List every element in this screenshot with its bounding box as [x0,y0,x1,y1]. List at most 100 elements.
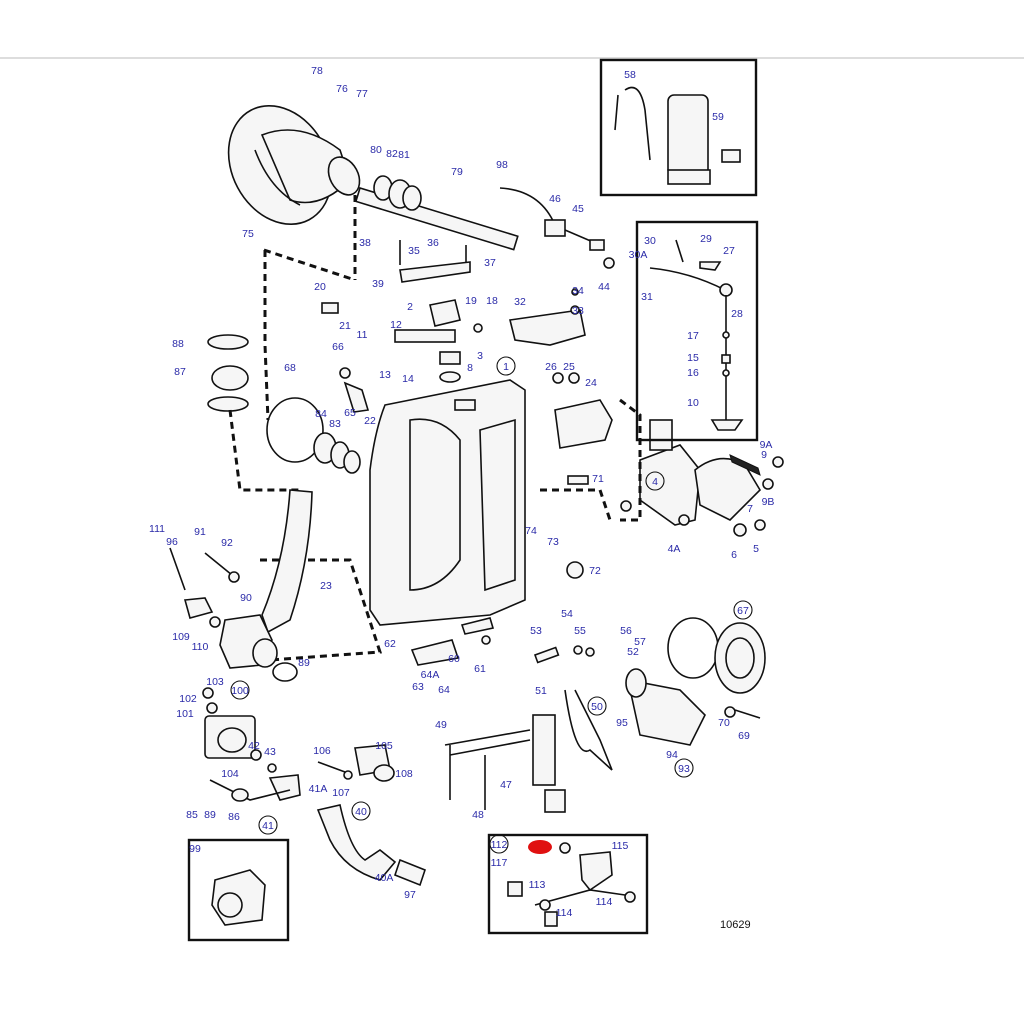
callout-86[interactable]: 86 [228,811,240,823]
callout-1[interactable]: 1 [503,361,509,373]
callout-96[interactable]: 96 [166,536,178,548]
callout-17[interactable]: 17 [687,330,699,342]
callout-99[interactable]: 99 [189,843,201,855]
callout-37[interactable]: 37 [484,257,496,269]
callout-25[interactable]: 25 [563,361,575,373]
callout-39[interactable]: 39 [372,278,384,290]
callout-11[interactable]: 11 [357,329,368,341]
callout-44[interactable]: 44 [598,281,610,293]
callout-73[interactable]: 73 [547,536,559,548]
callout-21[interactable]: 21 [339,320,351,332]
callout-102[interactable]: 102 [179,693,197,705]
callout-109[interactable]: 109 [172,631,190,643]
callout-100[interactable]: 100 [231,685,249,697]
callout-62[interactable]: 62 [384,638,396,650]
callout-93[interactable]: 93 [678,763,690,775]
callout-117[interactable]: 117 [491,857,508,869]
callout-92[interactable]: 92 [221,537,233,549]
callout-3[interactable]: 3 [477,350,483,362]
callout-41A[interactable]: 41A [309,783,328,795]
callout-50[interactable]: 50 [591,701,603,713]
callout-104[interactable]: 104 [221,768,239,780]
callout-54[interactable]: 54 [561,608,573,620]
callout-29[interactable]: 29 [700,233,712,245]
callout-47[interactable]: 47 [500,779,512,791]
callout-98[interactable]: 98 [496,159,508,171]
callout-56[interactable]: 56 [620,625,632,637]
callout-5[interactable]: 5 [753,543,759,555]
callout-106[interactable]: 106 [313,745,331,757]
callout-40[interactable]: 40 [355,806,367,818]
callout-27[interactable]: 27 [723,245,735,257]
callout-33[interactable]: 33 [572,305,584,317]
callout-46[interactable]: 46 [549,193,561,205]
callout-63[interactable]: 63 [412,681,424,693]
callout-101[interactable]: 101 [176,708,194,720]
callout-77[interactable]: 77 [356,88,368,100]
callout-114[interactable]: 114 [596,896,613,908]
callout-9A[interactable]: 9A [760,439,773,451]
callout-89[interactable]: 89 [204,809,216,821]
callout-58[interactable]: 58 [624,69,636,81]
callout-107[interactable]: 107 [332,787,350,799]
callout-20[interactable]: 20 [314,281,326,293]
callout-57[interactable]: 57 [634,636,646,648]
callout-45[interactable]: 45 [572,203,584,215]
callout-79[interactable]: 79 [451,166,463,178]
callout-111[interactable]: 111 [149,523,165,535]
callout-87[interactable]: 87 [174,366,186,378]
callout-115[interactable]: 115 [612,840,629,852]
callout-64[interactable]: 64 [438,684,450,696]
callout-88[interactable]: 88 [172,338,184,350]
callout-105[interactable]: 105 [375,740,393,752]
callout-74[interactable]: 74 [525,525,537,537]
callout-16[interactable]: 16 [687,367,699,379]
callout-6[interactable]: 6 [731,549,737,561]
callout-30[interactable]: 30 [644,235,656,247]
callout-8[interactable]: 8 [467,362,473,374]
callout-61[interactable]: 61 [474,663,486,675]
callout-35[interactable]: 35 [408,245,420,257]
callout-108[interactable]: 108 [395,768,413,780]
callout-64A[interactable]: 64A [421,669,440,681]
callout-32[interactable]: 32 [514,296,526,308]
callout-23[interactable]: 23 [320,580,332,592]
callout-36[interactable]: 36 [427,237,439,249]
callout-26[interactable]: 26 [545,361,557,373]
callout-18[interactable]: 18 [486,295,498,307]
callout-75[interactable]: 75 [242,228,254,240]
callout-91[interactable]: 91 [194,526,206,538]
callout-85[interactable]: 85 [186,809,198,821]
callout-113[interactable]: 113 [529,879,546,891]
callout-22[interactable]: 22 [364,415,376,427]
callout-52[interactable]: 52 [627,646,639,658]
callout-40A[interactable]: 40A [375,872,394,884]
callout-14[interactable]: 14 [402,373,414,385]
callout-12[interactable]: 12 [390,319,402,331]
callout-49[interactable]: 49 [435,719,447,731]
callout-41[interactable]: 41 [262,820,274,832]
callout-30A[interactable]: 30A [629,249,648,261]
callout-65[interactable]: 65 [344,407,356,419]
callout-67[interactable]: 67 [737,605,749,617]
callout-9[interactable]: 9 [761,449,767,461]
callout-53[interactable]: 53 [530,625,542,637]
callout-24[interactable]: 24 [585,377,597,389]
callout-90[interactable]: 90 [240,592,252,604]
callout-95[interactable]: 95 [616,717,628,729]
callout-76[interactable]: 76 [336,83,348,95]
callout-69[interactable]: 69 [738,730,750,742]
callout-70[interactable]: 70 [718,717,730,729]
callout-43[interactable]: 43 [264,746,276,758]
callout-94[interactable]: 94 [666,749,678,761]
callout-66[interactable]: 66 [332,341,344,353]
callout-13[interactable]: 13 [379,369,391,381]
callout-15[interactable]: 15 [687,352,699,364]
callout-103[interactable]: 103 [206,676,224,688]
callout-28[interactable]: 28 [731,308,743,320]
callout-71[interactable]: 71 [592,473,604,485]
callout-81[interactable]: 81 [398,149,410,161]
callout-78[interactable]: 78 [311,65,323,77]
callout-19[interactable]: 19 [465,295,477,307]
callout-59[interactable]: 59 [712,111,724,123]
